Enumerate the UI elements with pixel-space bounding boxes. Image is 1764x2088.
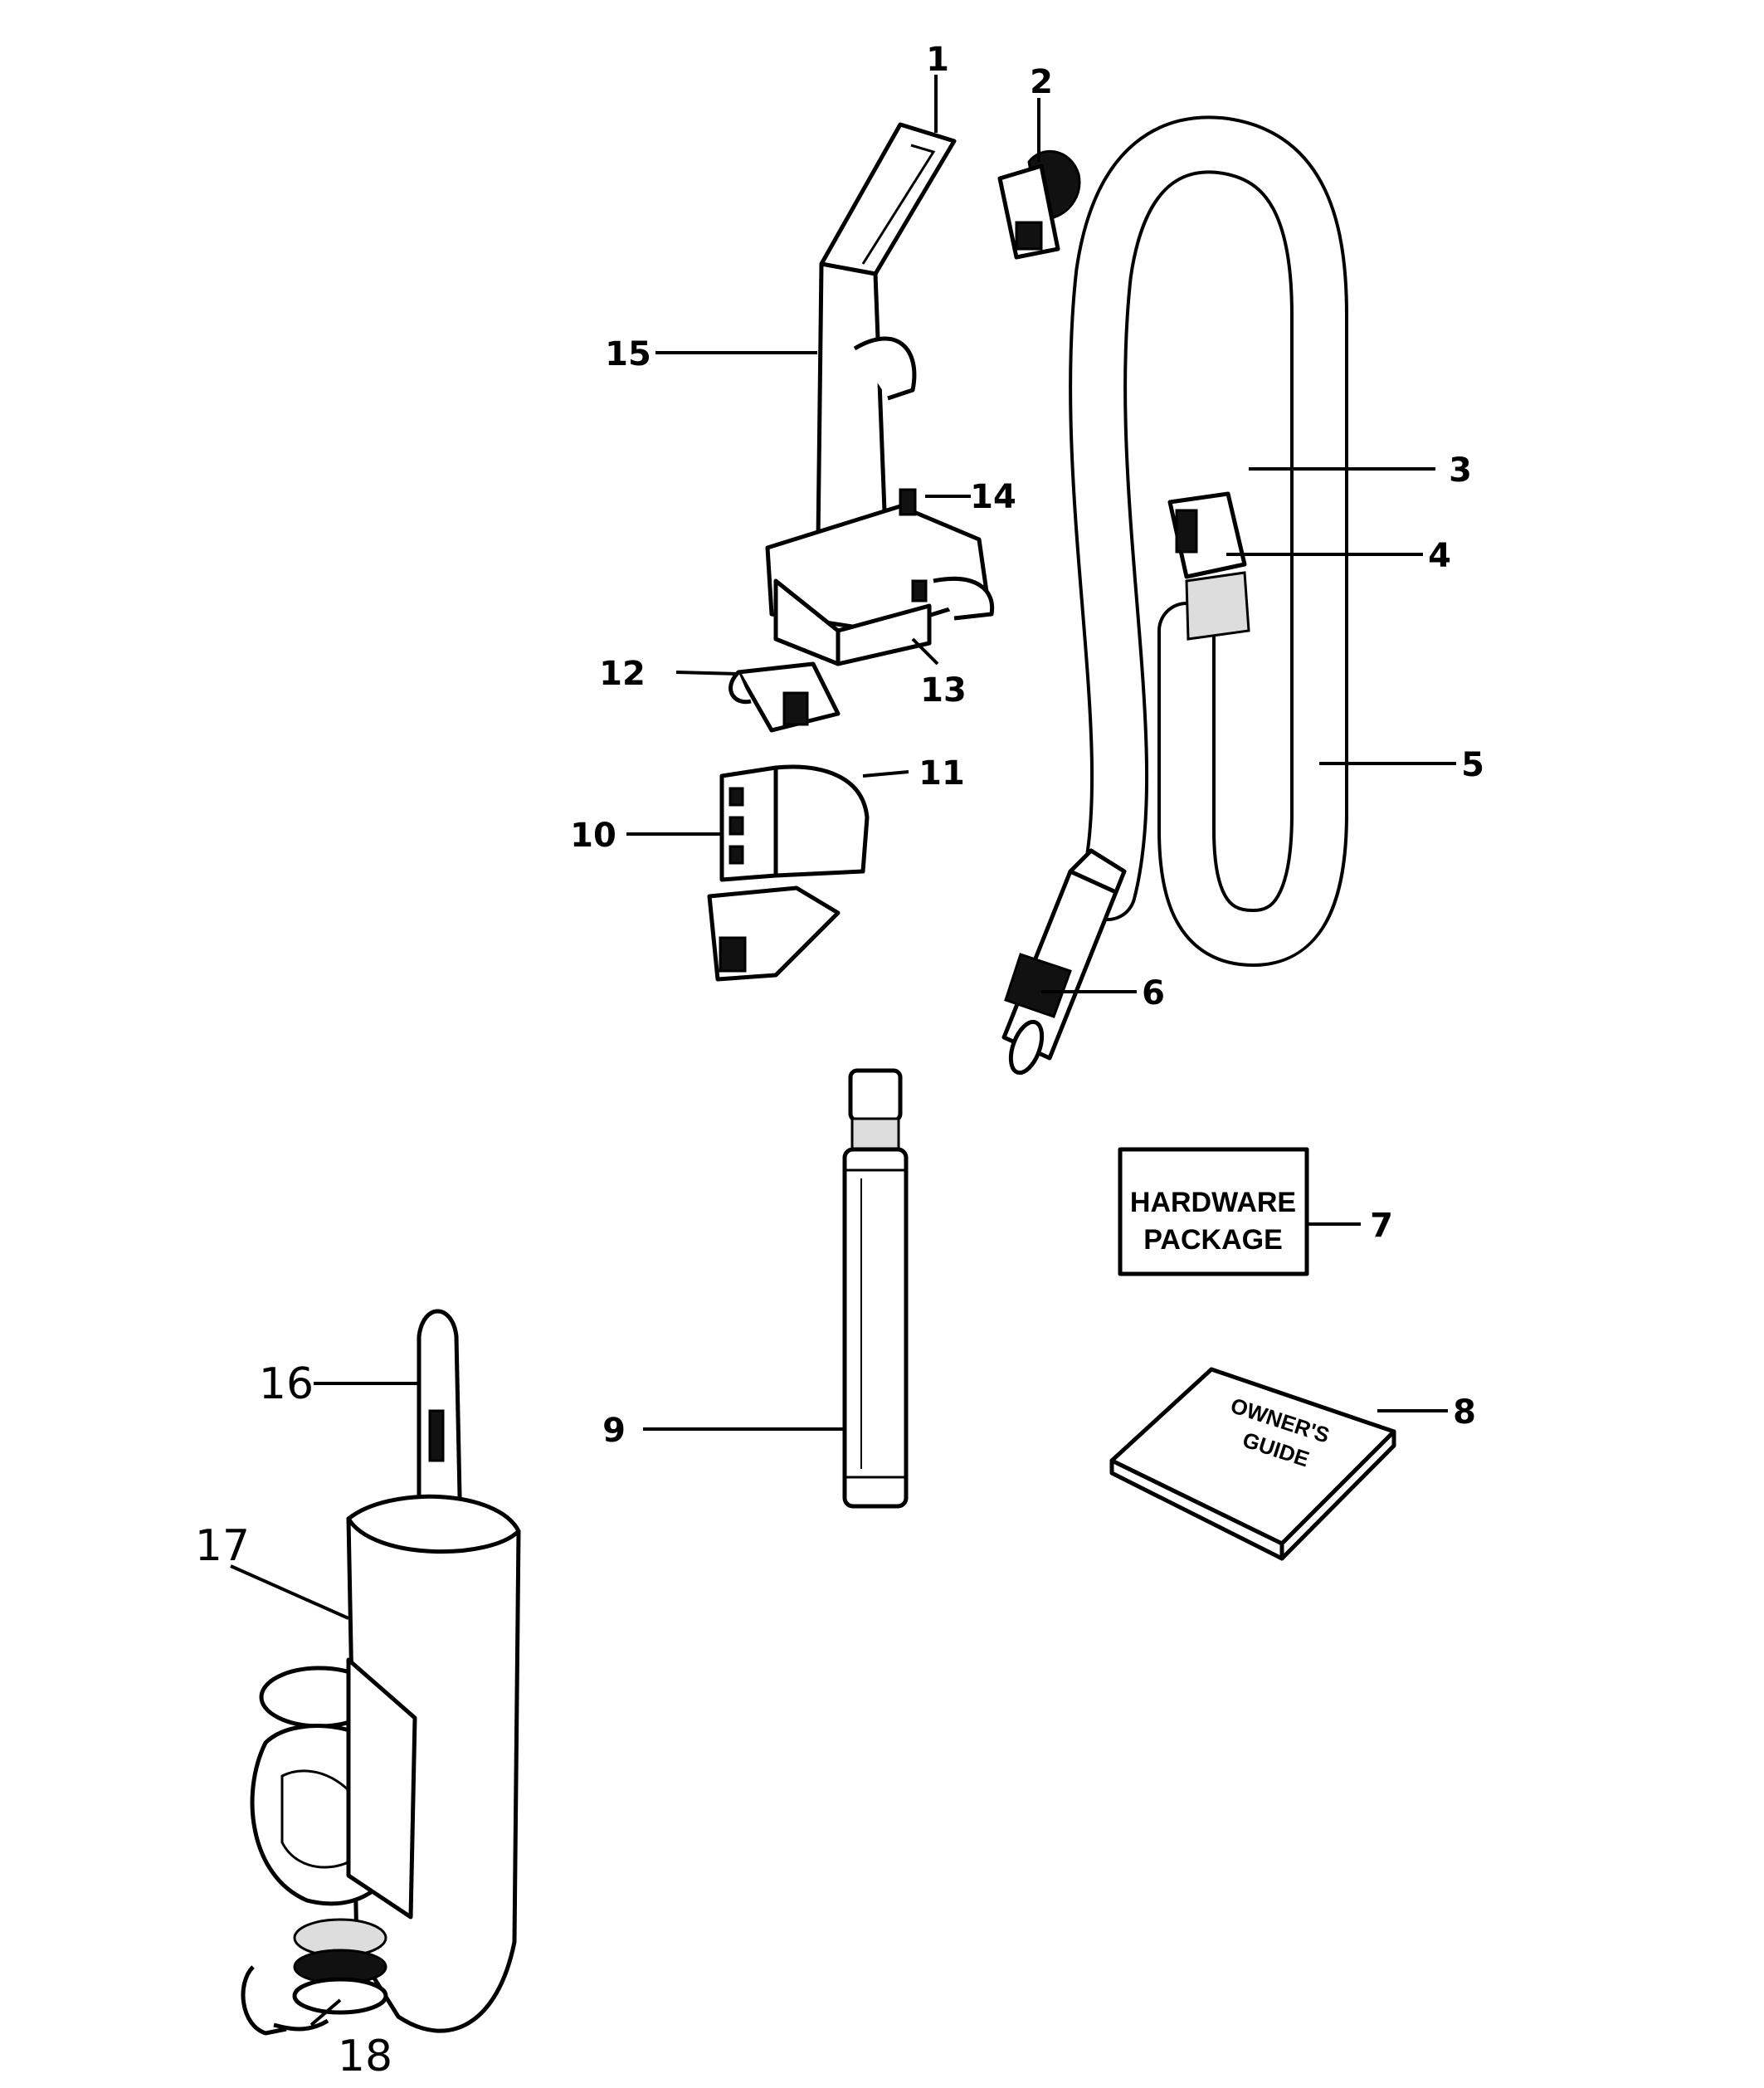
callout-17: 17 xyxy=(195,1521,250,1571)
part-12-clip xyxy=(729,661,841,733)
part-13-14-body xyxy=(765,488,995,666)
part-1-handle-grip xyxy=(819,122,957,276)
part-6-hose-end xyxy=(1001,848,1127,1076)
callout-10: 10 xyxy=(570,817,616,855)
leader-lines xyxy=(230,75,1456,2027)
callout-12: 12 xyxy=(599,655,646,693)
callout-3: 3 xyxy=(1449,451,1472,490)
part-5-hose xyxy=(1069,115,1348,968)
callout-14: 14 xyxy=(970,478,1016,516)
callout-labels: 1 2 3 4 5 6 7 8 9 10 11 12 13 14 15 16 1… xyxy=(195,41,1484,2081)
part-2-brush-tool xyxy=(997,149,1081,260)
callout-7: 7 xyxy=(1370,1207,1393,1245)
part-7-hardware-package: HARDWARE PACKAGE xyxy=(1118,1147,1309,1276)
part-9-wand xyxy=(842,1068,909,1509)
callout-5: 5 xyxy=(1461,746,1484,784)
callout-6: 6 xyxy=(1142,974,1165,1012)
callout-4: 4 xyxy=(1428,537,1451,575)
callout-13: 13 xyxy=(920,671,967,710)
callout-11: 11 xyxy=(919,754,965,793)
part-16-17-18-canister xyxy=(241,1309,521,2036)
callout-16: 16 xyxy=(259,1359,314,1409)
hardware-line-1: HARDWARE xyxy=(1130,1187,1296,1218)
part-8-owners-guide: OWNER'S GUIDE xyxy=(1109,1367,1396,1561)
callout-2: 2 xyxy=(1030,63,1053,101)
callout-15: 15 xyxy=(605,335,651,373)
callout-8: 8 xyxy=(1453,1393,1476,1432)
callout-1: 1 xyxy=(926,41,949,79)
hardware-line-2: PACKAGE xyxy=(1143,1224,1283,1256)
callout-9: 9 xyxy=(602,1412,626,1450)
part-10-11-upholstery-tool xyxy=(707,764,870,982)
callout-18: 18 xyxy=(338,2032,392,2081)
part-4-hose-cuff xyxy=(1167,491,1250,641)
